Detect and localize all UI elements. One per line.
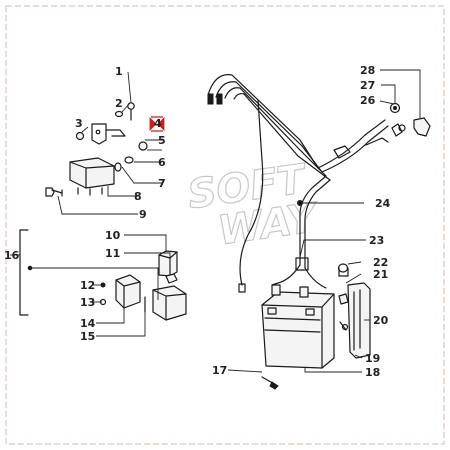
callout-21: 21	[373, 268, 388, 281]
callout-1: 1	[115, 65, 123, 78]
wire-terminal-2	[216, 93, 223, 105]
callout-20: 20	[373, 314, 389, 327]
washer-part-6	[124, 156, 134, 164]
fuse-holder-group	[337, 263, 371, 359]
callout-10: 10	[105, 229, 121, 242]
callout-9: 9	[139, 208, 147, 221]
callout-24: 24	[375, 197, 391, 210]
callout-4: 4	[154, 117, 162, 130]
callout-13: 13	[80, 296, 95, 309]
wiring-harness	[207, 74, 403, 293]
leader-lines	[10, 69, 421, 373]
battery-part-18	[261, 284, 335, 369]
relay-bracket-group	[45, 102, 148, 197]
callout-8: 8	[134, 190, 142, 203]
callout-3: 3	[75, 117, 83, 130]
washer-part-26	[398, 124, 406, 132]
callout-12: 12	[80, 279, 95, 292]
group-bracket-16	[19, 229, 29, 316]
terminal-group	[365, 102, 431, 146]
soft-way-watermark: SOFT WAY	[184, 155, 323, 255]
callout-7: 7	[158, 177, 166, 190]
callout-16: 16	[4, 249, 20, 262]
regulator-part-14	[115, 274, 141, 309]
highlight-marker-part-4	[149, 116, 165, 132]
callout-labels: 1 2 3 4 5 6 7 8 9 10 11 12 13 14 15 16 1…	[4, 64, 391, 379]
callout-6: 6	[158, 156, 166, 169]
callout-27: 27	[360, 79, 375, 92]
bracket	[91, 123, 107, 145]
callout-15: 15	[80, 330, 95, 343]
callout-19: 19	[365, 352, 380, 365]
callout-28: 28	[360, 64, 375, 77]
wire-terminal-1	[207, 93, 214, 105]
cap-part-22	[337, 263, 349, 273]
callout-17: 17	[212, 364, 227, 377]
fuse-part-21	[338, 293, 349, 305]
terminal-part-11	[165, 273, 178, 284]
regulator-group	[19, 229, 187, 321]
callout-14: 14	[80, 317, 96, 330]
washer-part-7	[114, 162, 122, 172]
nut-part-3	[75, 131, 85, 141]
callout-18: 18	[365, 366, 380, 379]
callout-5: 5	[158, 134, 166, 147]
relay-part-8	[69, 157, 115, 189]
callout-23: 23	[369, 234, 384, 247]
nut-part-5	[138, 141, 148, 151]
washer-part-2	[114, 110, 124, 118]
fuse-holder-part-20	[347, 282, 371, 359]
page-border	[5, 5, 445, 445]
callout-11: 11	[105, 247, 120, 260]
terminal-cap-part-28	[413, 117, 431, 137]
callout-22: 22	[373, 256, 388, 269]
callout-26: 26	[360, 94, 376, 107]
callout-2: 2	[115, 97, 123, 110]
